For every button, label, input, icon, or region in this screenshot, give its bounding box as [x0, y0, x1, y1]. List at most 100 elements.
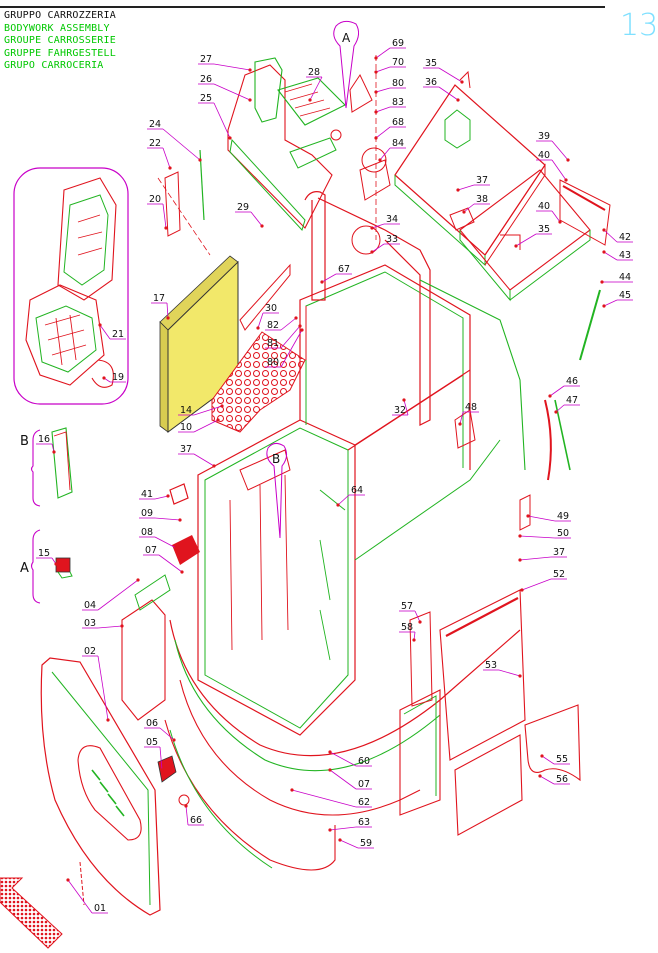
- callout-leader-line: [551, 159, 567, 181]
- title-english: BODYWORK ASSEMBLY: [4, 22, 110, 34]
- callout-33: 33: [370, 234, 400, 254]
- callout-pointer-dot: [402, 398, 406, 402]
- callout-number: 05: [146, 737, 158, 748]
- callout-52: 52: [520, 569, 567, 592]
- callout-leader-line: [603, 229, 618, 243]
- callout-number: 53: [485, 660, 497, 671]
- direction-arrow-icon: [0, 877, 63, 949]
- callout-number: 01: [94, 903, 106, 914]
- callout-pointer-dot: [164, 226, 168, 230]
- callout-number: 84: [392, 138, 404, 149]
- callout-pointer-dot: [180, 570, 184, 574]
- callout-pointer-dot: [566, 158, 570, 162]
- callout-leader-line: [498, 669, 521, 677]
- callout-64: 64: [336, 485, 365, 507]
- callout-03: 03: [82, 618, 124, 629]
- callout-pointer-dot: [548, 394, 552, 398]
- callout-pointer-dot: [172, 738, 176, 742]
- callout-leader-line: [193, 405, 223, 416]
- callout-leader-line: [375, 66, 391, 73]
- rear-panels: [399, 589, 581, 836]
- callout-leader-line: [154, 517, 181, 521]
- callout-pointer-dot: [228, 136, 232, 140]
- callout-pointer-dot: [260, 224, 264, 228]
- callout-34: 34: [370, 214, 400, 230]
- callout-pointer-dot: [518, 558, 522, 562]
- callout-leader-line: [375, 47, 391, 59]
- callout-number: 83: [392, 97, 404, 108]
- callout-37: 37: [178, 444, 216, 468]
- callout-pointer-dot: [212, 464, 216, 468]
- callout-leader-line: [99, 324, 111, 340]
- callout-leader-line: [159, 746, 163, 771]
- callout-number: 07: [358, 779, 370, 790]
- callout-59: 59: [338, 838, 374, 849]
- callout-10: 10: [178, 418, 220, 433]
- callout-80: 80: [265, 328, 304, 368]
- callout-82: 82: [265, 316, 298, 331]
- callout-66: 66: [184, 804, 204, 826]
- callout-19: 19: [102, 372, 126, 383]
- callout-number: 69: [392, 38, 404, 49]
- callout-55: 55: [540, 754, 570, 765]
- callout-02: 02: [82, 646, 110, 722]
- callout-number: 45: [619, 290, 631, 301]
- callout-leader-line: [375, 87, 391, 93]
- callout-number: 15: [38, 548, 50, 559]
- callout-number: 81: [267, 338, 279, 349]
- callout-number: 59: [360, 838, 372, 849]
- callout-leader-line: [551, 140, 569, 161]
- callout-number: 04: [84, 600, 96, 611]
- callout-pointer-dot: [460, 80, 464, 84]
- callout-pointer-dot: [514, 244, 518, 248]
- callout-pointer-dot: [526, 514, 530, 518]
- callout-number: 58: [401, 622, 413, 633]
- callout-44: 44: [600, 272, 633, 284]
- callout-67: 67: [320, 264, 352, 284]
- callout-80: 80: [374, 78, 406, 94]
- dashboard-assembly: [227, 57, 373, 231]
- detail-marker-b: [266, 442, 288, 539]
- callout-50: 50: [518, 528, 571, 539]
- callout-pointer-dot: [374, 56, 378, 60]
- callout-47: 47: [554, 395, 580, 414]
- callout-37: 37: [456, 175, 490, 192]
- callout-04: 04: [82, 578, 140, 611]
- callout-leader-line: [337, 494, 350, 506]
- callout-leader-line: [291, 789, 357, 808]
- callout-pointer-dot: [602, 228, 606, 232]
- callout-number: 80: [267, 357, 279, 368]
- callout-58: 58: [399, 622, 416, 642]
- callout-pointer-dot: [320, 280, 324, 284]
- callout-pointer-dot: [338, 838, 342, 842]
- callout-leader-line: [166, 302, 169, 319]
- callout-57: 57: [399, 601, 422, 624]
- callout-38: 38: [462, 194, 490, 214]
- callout-84: 84: [378, 138, 406, 162]
- callout-number: 06: [146, 718, 158, 729]
- callout-leader-line: [97, 579, 139, 611]
- callout-pointer-dot: [102, 376, 106, 380]
- callout-pointer-dot: [248, 98, 252, 102]
- callout-number: 70: [392, 57, 404, 68]
- callout-pointer-dot: [216, 418, 220, 422]
- misc-parts: [79, 55, 601, 906]
- callout-leader-line: [549, 385, 565, 397]
- callout-number: 50: [557, 528, 569, 539]
- callout-number: 35: [425, 58, 437, 69]
- callout-35: 35: [423, 58, 464, 84]
- title-french: GROUPE CARROSSERIE: [4, 35, 116, 46]
- callout-number: 25: [200, 93, 212, 104]
- callout-69: 69: [374, 38, 406, 60]
- callout-15: 15: [36, 548, 58, 566]
- callout-36: 36: [423, 77, 460, 102]
- callout-leader-line: [97, 655, 109, 721]
- callout-leader-line: [339, 839, 359, 849]
- callout-leader-line: [329, 826, 357, 831]
- callout-number: 66: [190, 815, 202, 826]
- title-spanish: GRUPO CARROCERIA: [4, 60, 104, 71]
- callout-number: 19: [112, 372, 124, 383]
- callout-39: 39: [536, 131, 570, 162]
- callout-22: 22: [147, 138, 172, 170]
